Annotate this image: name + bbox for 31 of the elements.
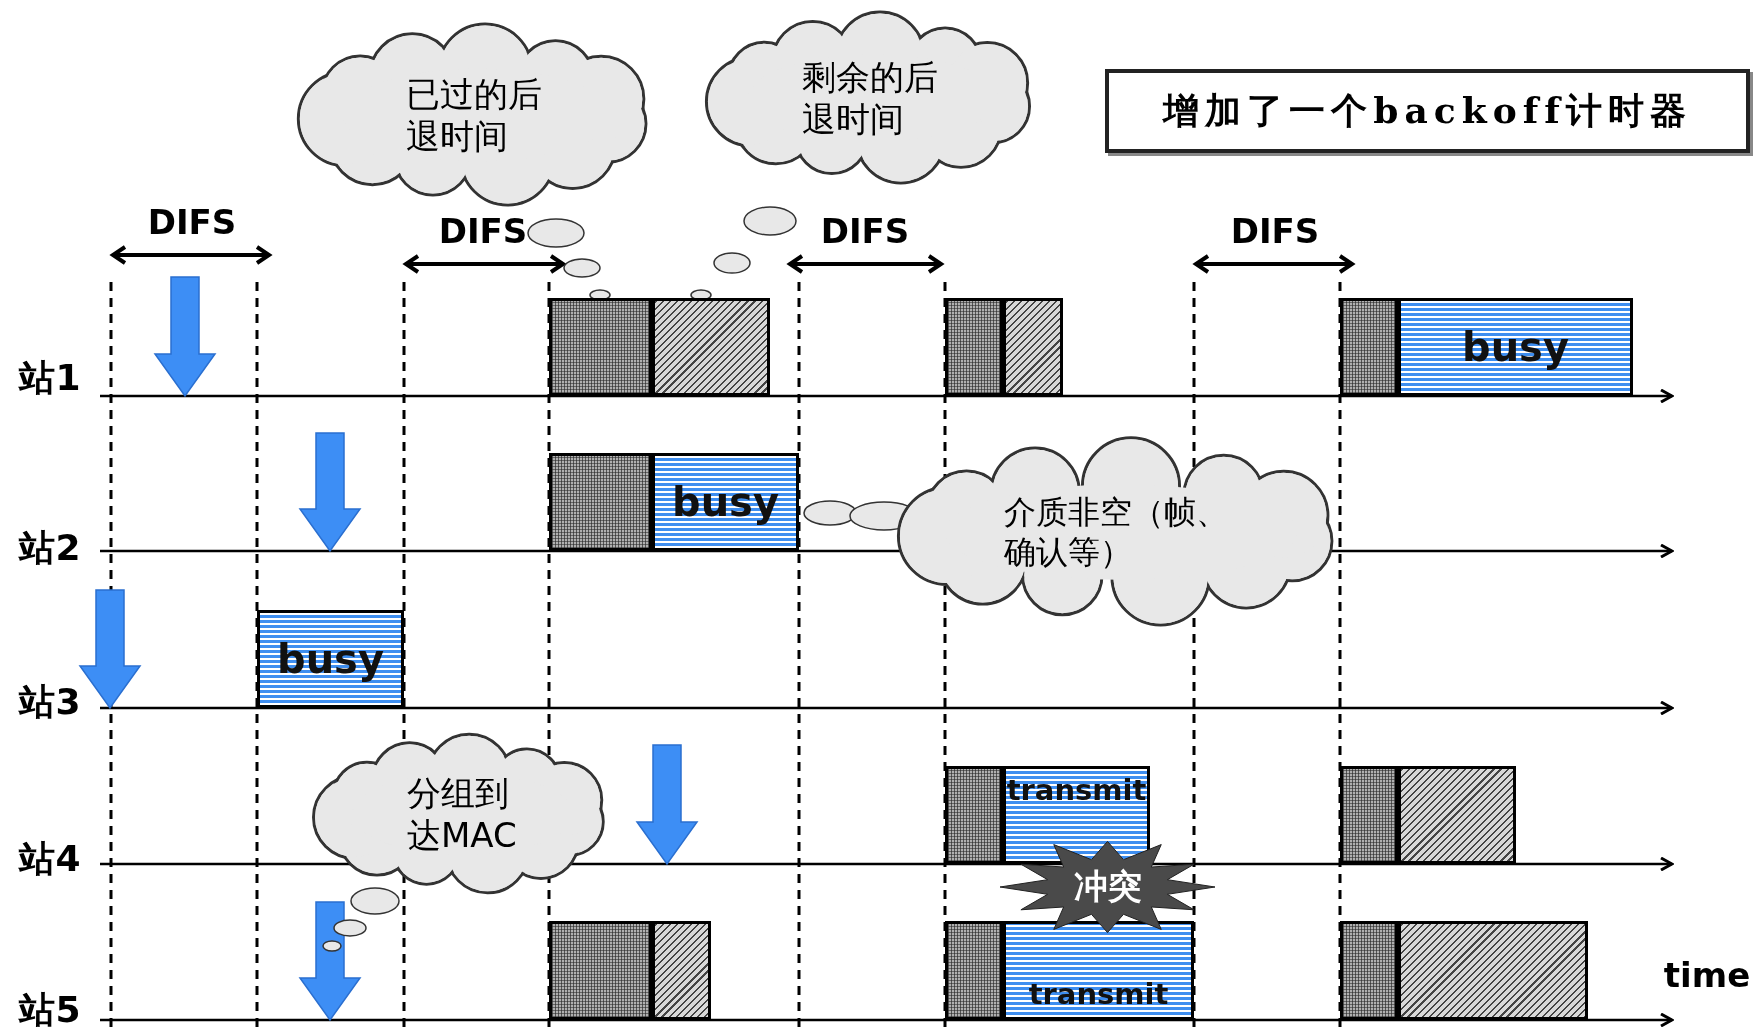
backoff-bar <box>652 921 711 1020</box>
station-label: 站2 <box>19 525 81 570</box>
cloud-text: 剩余的后退时间 <box>801 55 939 141</box>
title-text: 增加了一个backoff计时器 <box>1163 87 1692 133</box>
backoff-bar <box>1003 298 1063 396</box>
backoff-bar <box>945 298 1003 396</box>
station-label: 站1 <box>19 355 81 400</box>
cloud-text: 介质非空（帧、确认等） <box>1004 492 1230 572</box>
backoff-bar <box>652 298 770 396</box>
backoff-bar <box>1340 921 1398 1020</box>
backoff-bar <box>549 453 652 551</box>
backoff-bar <box>1398 766 1516 864</box>
station-label: 站5 <box>19 987 81 1032</box>
interval-label: DIFS <box>820 211 910 251</box>
backoff-bar <box>549 921 652 1020</box>
cloud-text: 分组到达MAC <box>406 771 518 857</box>
station-label: 站3 <box>19 679 81 724</box>
backoff-bar <box>1340 298 1398 396</box>
interval-label: DIFS <box>1230 211 1320 251</box>
collision-text: 冲突 <box>1073 865 1142 908</box>
backoff-bar <box>1340 766 1398 864</box>
title-box <box>1105 69 1750 153</box>
station-label: 站4 <box>19 836 81 881</box>
backoff-bar <box>549 298 652 396</box>
axis-label: time <box>1663 955 1751 995</box>
backoff-bar <box>945 766 1003 864</box>
interval-label: DIFS <box>438 211 528 251</box>
cloud-text: 已过的后退时间 <box>406 72 544 158</box>
backoff-bar <box>1398 921 1588 1020</box>
backoff-bar <box>945 921 1003 1020</box>
interval-label: DIFS <box>147 202 237 242</box>
